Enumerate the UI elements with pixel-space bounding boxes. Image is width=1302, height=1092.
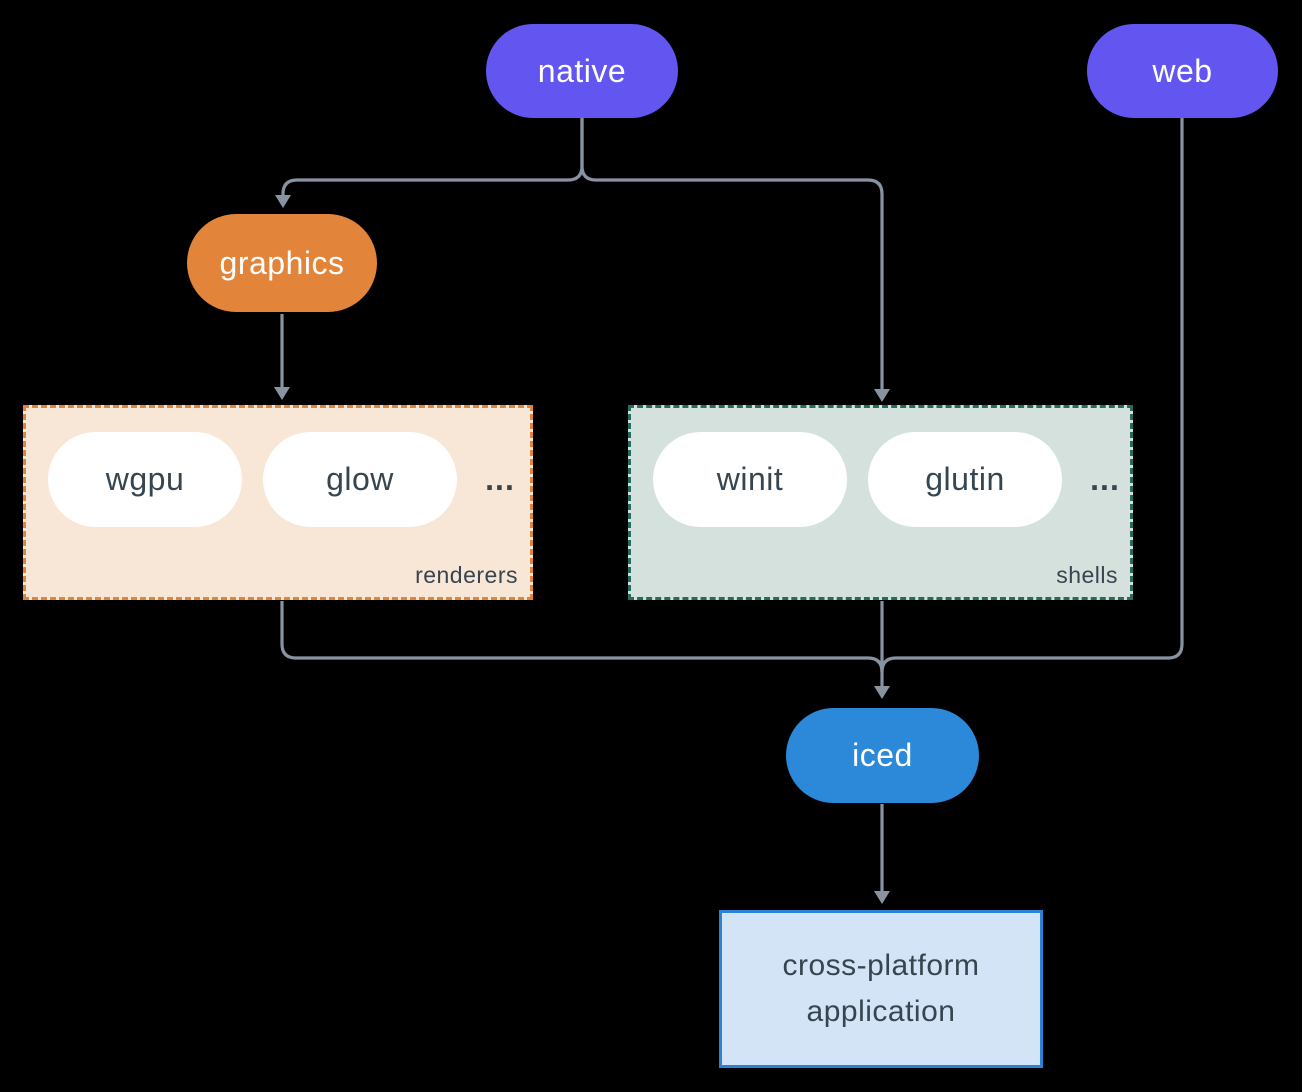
node-graphics: graphics xyxy=(187,214,377,312)
group-renderers: wgpu glow ... renderers xyxy=(23,405,533,600)
group-shells: winit glutin ... shells xyxy=(628,405,1133,600)
shells-ellipsis: ... xyxy=(1090,461,1120,497)
arrowhead-graphics-icon xyxy=(275,195,291,208)
renderers-group-label: renderers xyxy=(415,562,518,588)
edge-renderers-iced xyxy=(280,601,884,673)
arrowhead-shells-icon xyxy=(874,389,890,402)
node-glow: glow xyxy=(263,432,457,527)
edge-native-graphics xyxy=(281,118,584,195)
node-native: native xyxy=(486,24,678,118)
app-label-line1: cross-platform xyxy=(782,948,980,982)
node-iced: iced xyxy=(786,708,979,803)
edge-native-shells xyxy=(580,118,884,389)
node-glutin: glutin xyxy=(868,432,1062,527)
arrowhead-app-icon xyxy=(874,891,890,904)
arrowhead-renderers-icon xyxy=(274,387,290,400)
renderers-ellipsis: ... xyxy=(485,461,515,497)
node-web: web xyxy=(1087,24,1278,118)
node-wgpu: wgpu xyxy=(48,432,242,527)
node-cross-platform-application: cross-platform application xyxy=(719,910,1043,1068)
arrowhead-iced-icon xyxy=(874,686,890,699)
shells-group-label: shells xyxy=(1056,562,1118,588)
node-winit: winit xyxy=(653,432,847,527)
app-label-line2: application xyxy=(806,995,956,1028)
